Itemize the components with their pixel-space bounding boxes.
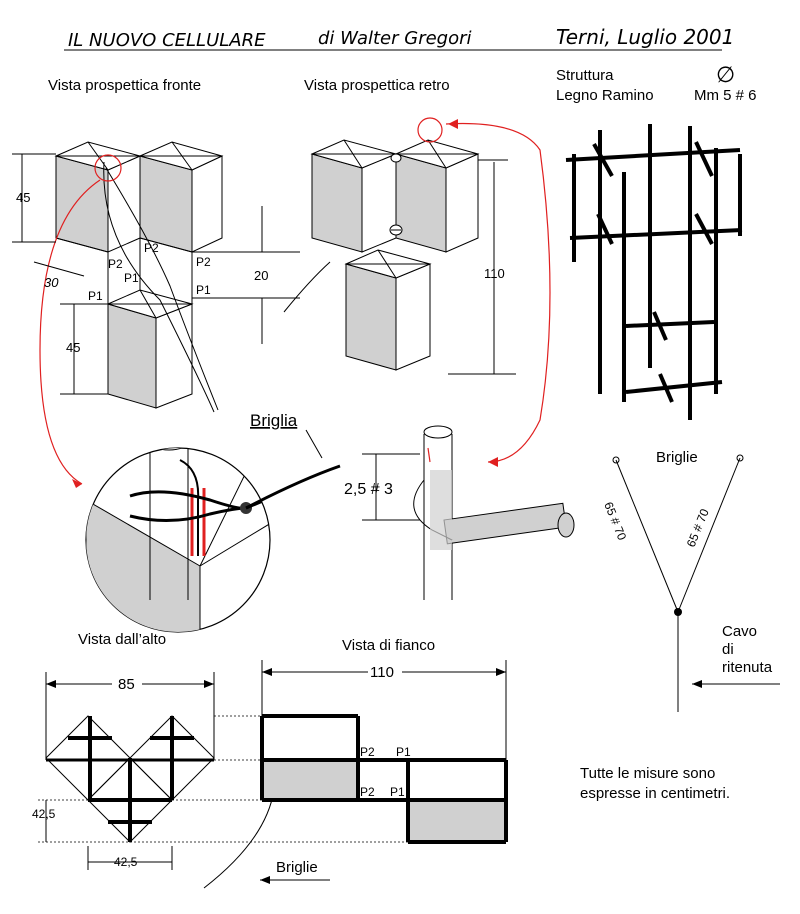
arrow-icon bbox=[488, 457, 498, 467]
arrow-icon bbox=[72, 479, 82, 488]
p1-label: P1 bbox=[88, 289, 103, 303]
p1-label: P1 bbox=[196, 283, 211, 297]
stick-size: Mm 5 # 6 bbox=[694, 87, 757, 104]
detail-marker-rear bbox=[417, 117, 443, 143]
bridle-title: Briglie bbox=[656, 449, 698, 466]
p2-label: P2 bbox=[360, 785, 375, 799]
units-note-line2: espresse in centimetri. bbox=[580, 785, 730, 802]
dim-side-width-label: 110 bbox=[370, 664, 394, 681]
side-panel-lower bbox=[155, 303, 193, 409]
front-panel-upper-right bbox=[139, 155, 193, 253]
rear-panel-upper-right bbox=[395, 153, 447, 253]
place-date: Terni, Luglio 2001 bbox=[556, 25, 734, 49]
p1-label: P1 bbox=[390, 785, 405, 799]
bridle-leg-left bbox=[615, 459, 679, 613]
drawing-title: IL NUOVO CELLULARE bbox=[68, 30, 266, 51]
spar-junction-detail: 2,5 # 3 bbox=[344, 425, 575, 600]
dim-half-height-label: 42,5 bbox=[32, 807, 56, 821]
author: di Walter Gregori bbox=[318, 28, 472, 49]
bridle-diagram: Briglie 65 # 70 65 # 70 Cavo di ritenuta bbox=[601, 449, 780, 712]
detail-link-front bbox=[39, 179, 101, 485]
arrow-icon bbox=[692, 680, 702, 688]
side-view: Vista di fianco 110 P2 P1 P2 P1 Briglie bbox=[260, 637, 508, 884]
briglia-label: Briglia bbox=[250, 411, 298, 430]
line-label: di bbox=[722, 641, 734, 658]
dim-half-width-label: 42,5 bbox=[114, 855, 138, 869]
rear-panel-lower bbox=[345, 263, 397, 371]
bridle-attachment-detail: Briglia bbox=[85, 411, 341, 633]
p1-label: P1 bbox=[396, 745, 411, 759]
p2-label: P2 bbox=[144, 241, 159, 255]
material-label: Legno Ramino bbox=[556, 87, 654, 104]
arrow-icon bbox=[448, 119, 458, 129]
joint-icon bbox=[390, 153, 402, 163]
detail-marker-front bbox=[94, 154, 122, 182]
front-panel-upper-left bbox=[55, 155, 109, 253]
dim-rear-height-label: 110 bbox=[484, 266, 505, 281]
side-panel-upper-right bbox=[191, 155, 223, 253]
header: IL NUOVO CELLULARE di Walter Gregori Ter… bbox=[64, 25, 734, 51]
dim-width-label: 85 bbox=[118, 676, 135, 693]
bridle-leg-right bbox=[677, 457, 741, 613]
arrow-icon bbox=[260, 876, 270, 884]
top-view: Vista dall’alto 85 42,5 42,5 bbox=[32, 631, 408, 889]
front-perspective-view: 45 30 45 20 P2 P2 P2 P1 P1 P1 bbox=[12, 141, 300, 488]
front-view-title: Vista prospettica fronte bbox=[48, 77, 201, 94]
rear-panel-upper-left bbox=[311, 153, 363, 253]
p1-label: P1 bbox=[124, 271, 139, 285]
p2-label: P2 bbox=[196, 255, 211, 269]
right-leg-label: 65 # 70 bbox=[684, 506, 712, 549]
rear-perspective-view: 110 bbox=[283, 117, 551, 467]
side-view-title: Vista di fianco bbox=[342, 637, 435, 654]
structure-label: Struttura bbox=[556, 67, 614, 84]
briglia-pointer bbox=[305, 429, 323, 459]
side-panel-upper-left bbox=[107, 155, 141, 253]
units-note-line1: Tutte le misure sono bbox=[580, 765, 715, 782]
dim-lower-height-label: 45 bbox=[66, 340, 80, 355]
dim-upper-height-label: 45 bbox=[16, 190, 30, 205]
p2-label: P2 bbox=[360, 745, 375, 759]
bridle-pointer-label: Briglie bbox=[276, 859, 318, 876]
front-bridle-line bbox=[105, 167, 219, 411]
structure-diagram bbox=[565, 124, 743, 420]
diameter-icon: ∅ bbox=[716, 63, 735, 88]
rear-view-title: Vista prospettica retro bbox=[304, 77, 450, 94]
front-panel-lower bbox=[107, 303, 157, 409]
top-view-title: Vista dall’alto bbox=[78, 631, 166, 648]
dimension-depth bbox=[33, 261, 85, 277]
p2-label: P2 bbox=[108, 257, 123, 271]
line-label: ritenuta bbox=[722, 659, 773, 676]
line-label: Cavo bbox=[722, 623, 757, 640]
left-leg-label: 65 # 70 bbox=[601, 500, 629, 543]
dim-offset-label: 20 bbox=[254, 268, 268, 283]
dim-spacing-label: 2,5 # 3 bbox=[344, 481, 393, 498]
dim-depth-label: 30 bbox=[44, 275, 59, 290]
detail-link-rear bbox=[445, 122, 551, 463]
